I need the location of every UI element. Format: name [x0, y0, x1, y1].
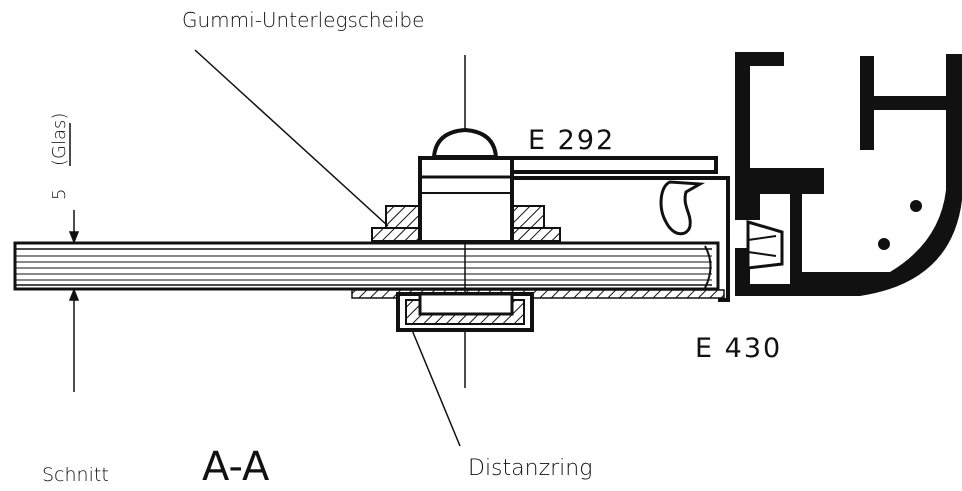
washer-label: Gummi-Unterlegscheibe	[182, 8, 425, 32]
spacer-ring	[396, 292, 534, 332]
bracket-e292	[496, 156, 730, 302]
rubber-washer	[371, 205, 561, 242]
glass-note-label: (Glas)	[49, 112, 70, 166]
bolt	[418, 127, 514, 244]
profile-top-label: E 292	[528, 125, 616, 156]
dimension-glass	[68, 123, 80, 392]
profile-bottom-label: E 430	[695, 333, 783, 364]
leader-spacer	[411, 329, 461, 447]
section-label: Schnitt	[42, 464, 109, 486]
section-id-label: A-A	[202, 444, 270, 490]
profile-e430	[735, 52, 962, 296]
glass-pane	[13, 241, 720, 291]
glass-thickness-label: 5	[49, 188, 70, 200]
leader-washer	[194, 49, 389, 227]
spacer-label: Distanzring	[468, 456, 593, 481]
spacer-strip	[351, 289, 725, 299]
